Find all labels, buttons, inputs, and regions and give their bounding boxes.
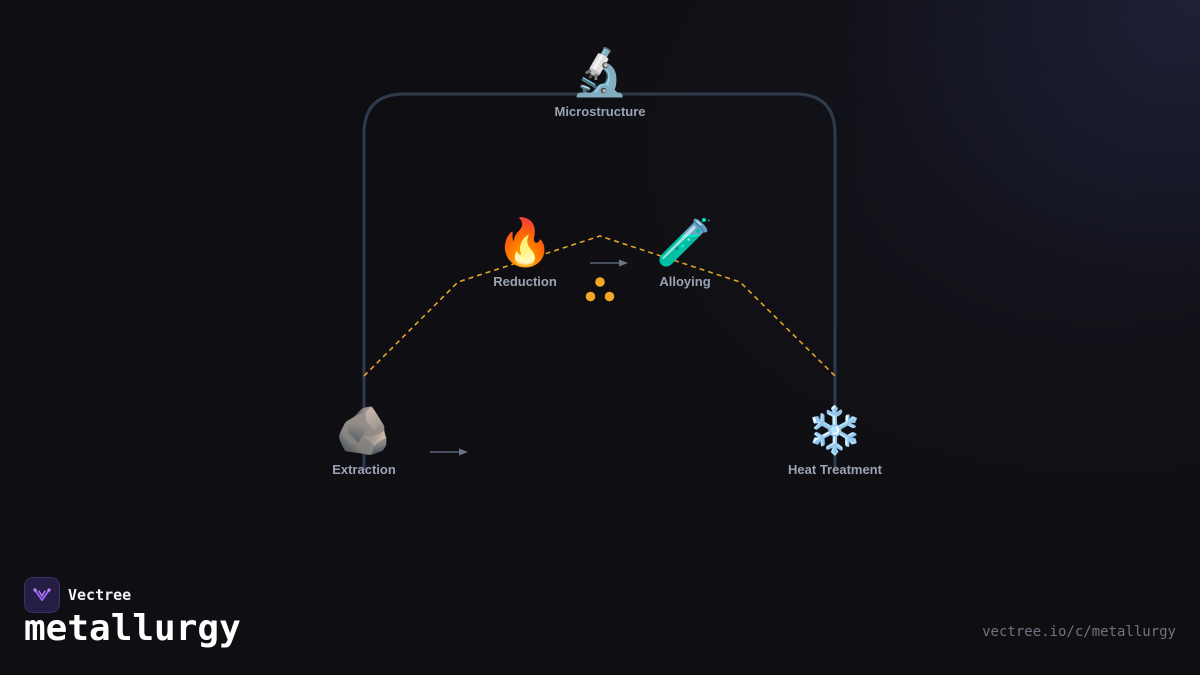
test-tube-icon: 🧪 <box>656 215 714 269</box>
node-label: Heat Treatment <box>788 462 882 477</box>
node-extraction: 🪨 Extraction <box>304 404 424 477</box>
node-label: Reduction <box>493 274 557 289</box>
particle-dots <box>585 277 615 302</box>
vectree-logo-icon <box>24 577 60 613</box>
node-heat-treatment: ❄️ Heat Treatment <box>765 404 905 477</box>
node-label: Microstructure <box>554 104 646 119</box>
node-microstructure: 🔬 Microstructure <box>540 46 660 119</box>
dashed-flow-path <box>363 235 836 377</box>
node-label: Extraction <box>332 462 396 477</box>
topic-url-link[interactable]: vectree.io/c/metallurgy <box>982 624 1176 640</box>
rock-icon: 🪨 <box>335 403 393 457</box>
flow-arrow-reduction-alloying <box>590 259 628 267</box>
cycle-loop-path <box>362 92 837 470</box>
node-label: Alloying <box>659 274 711 289</box>
topic-title: metallurgy <box>24 608 241 649</box>
flow-arrow-extraction <box>430 448 468 456</box>
node-reduction: 🔥 Reduction <box>465 216 585 289</box>
node-alloying: 🧪 Alloying <box>625 216 745 289</box>
fire-icon: 🔥 <box>496 215 554 269</box>
snowflake-icon: ❄️ <box>806 403 864 457</box>
brand-name: Vectree <box>68 586 132 604</box>
microscope-icon: 🔬 <box>571 45 629 99</box>
brand[interactable]: Vectree <box>24 577 131 613</box>
